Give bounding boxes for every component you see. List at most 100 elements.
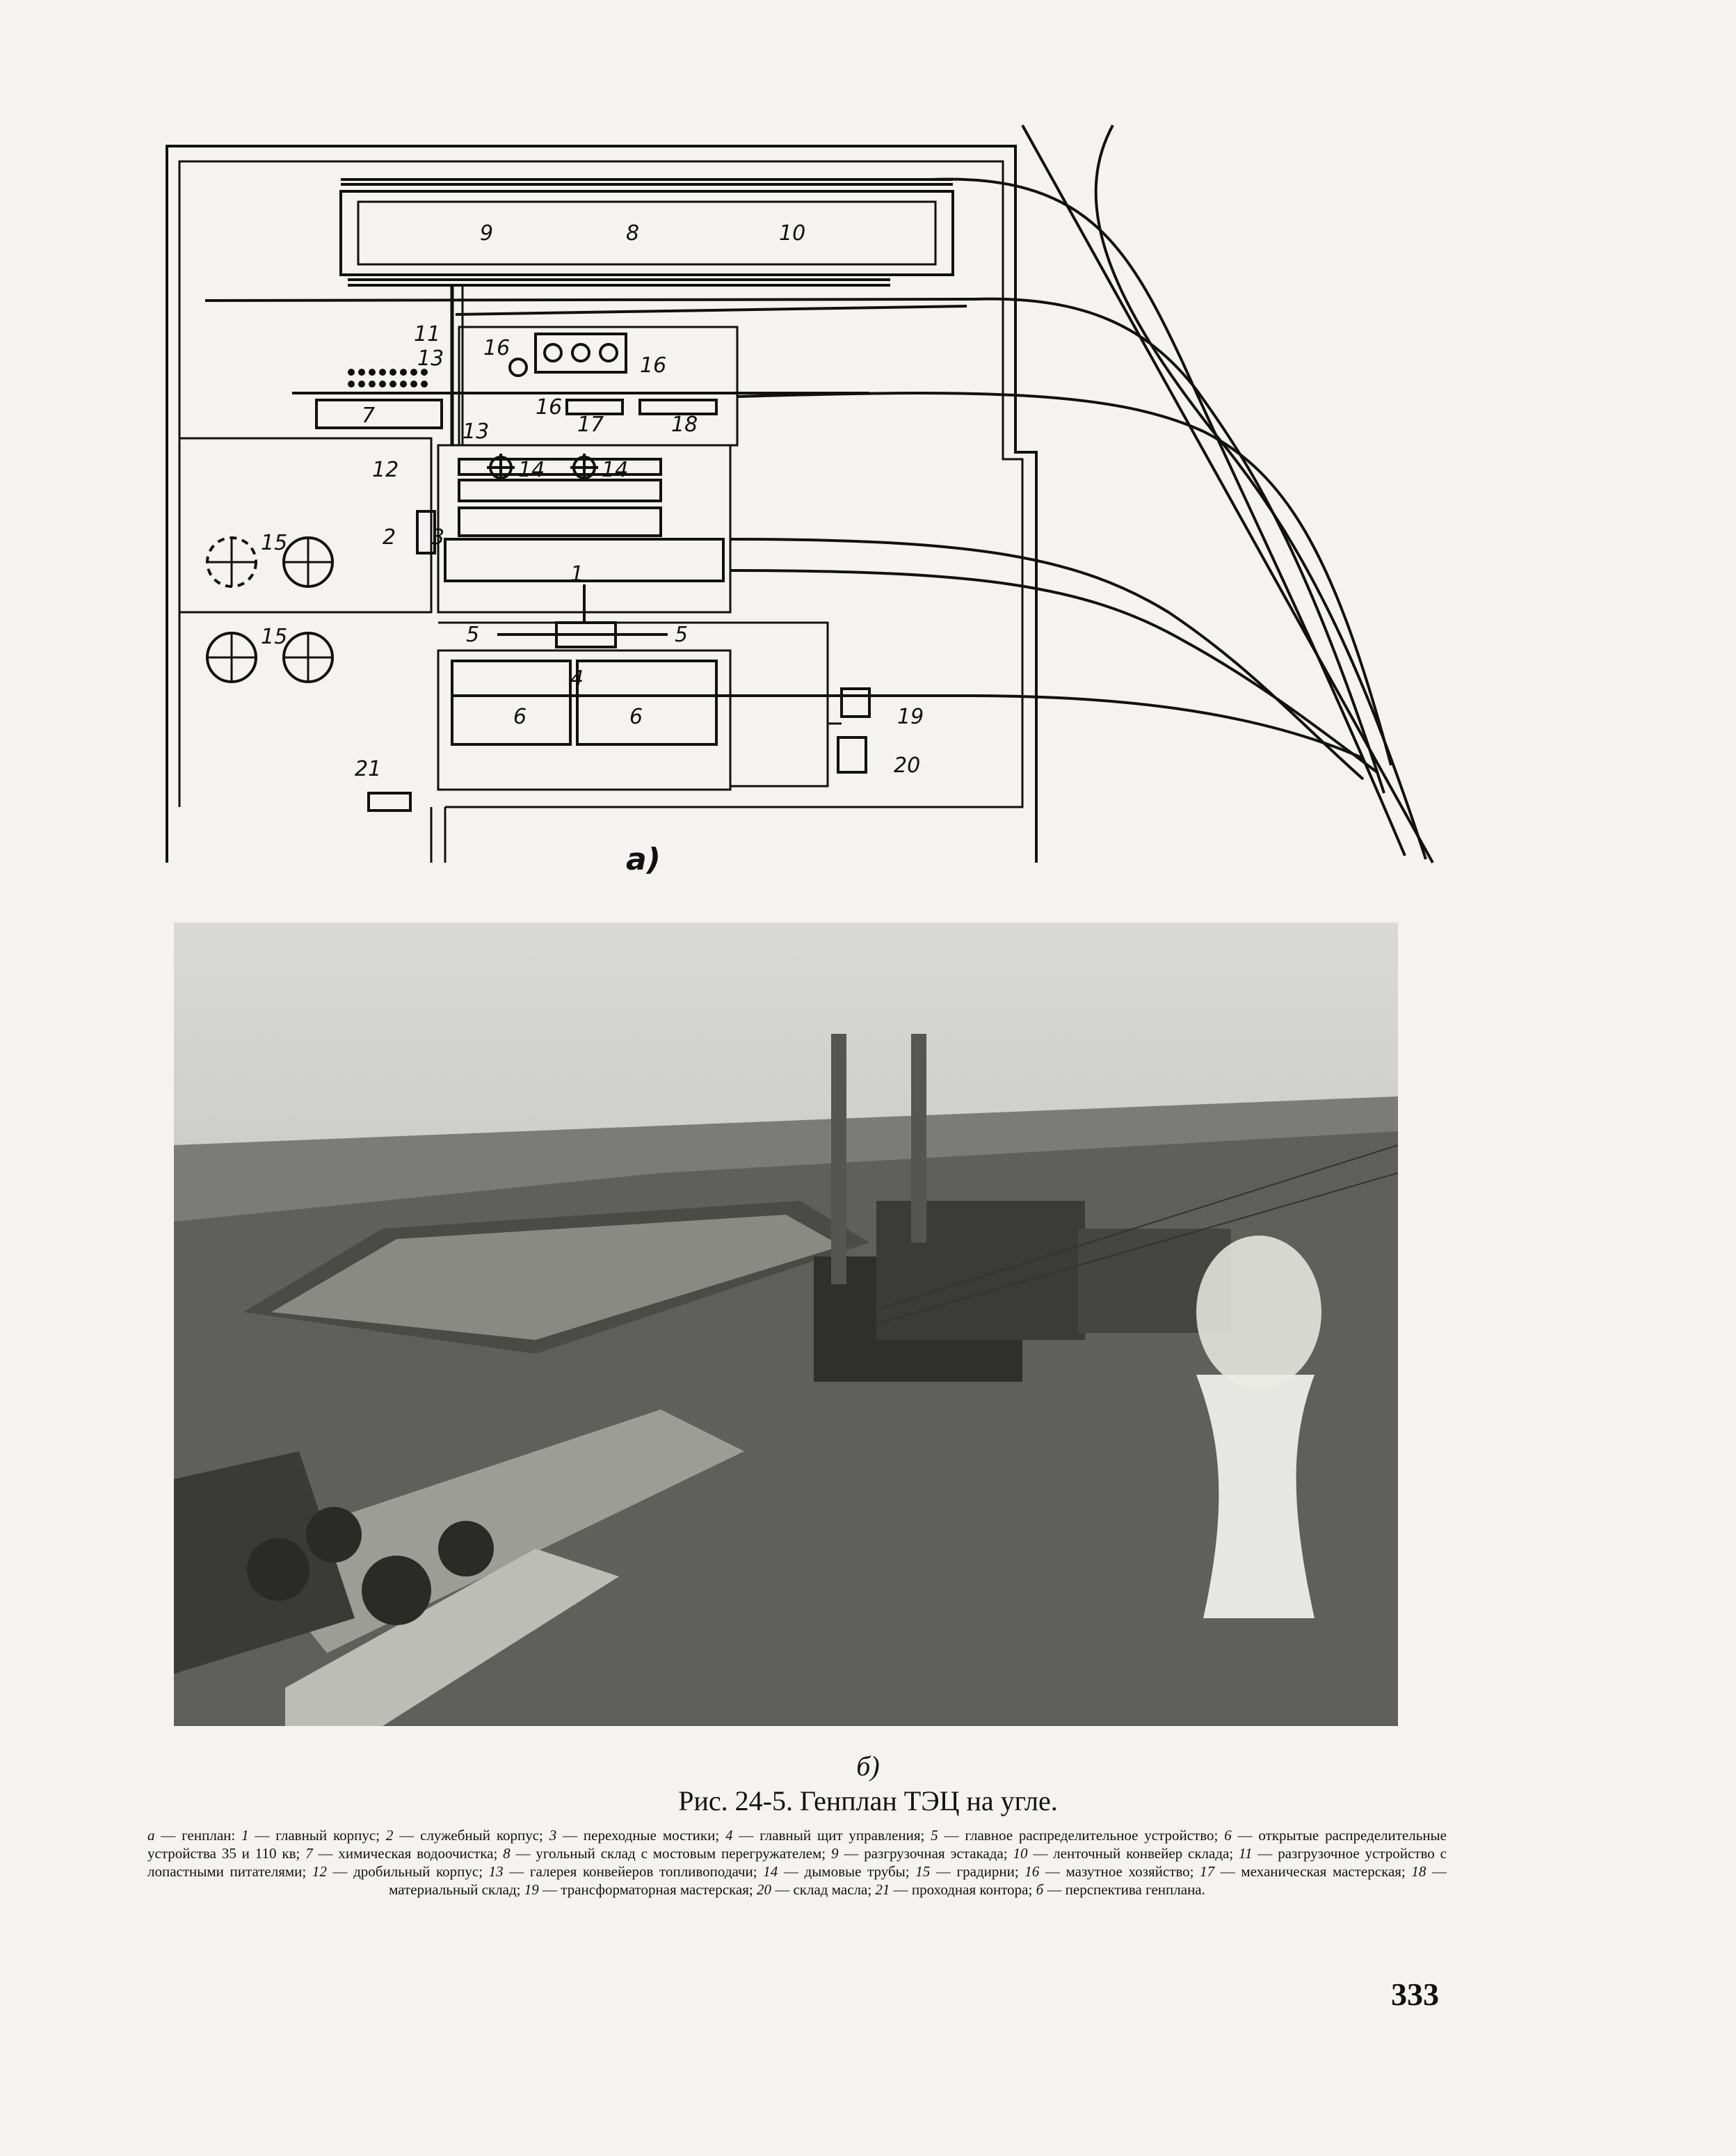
legend-item: 14 — дымовые трубы; [763, 1863, 915, 1880]
legend-number: а [147, 1827, 155, 1844]
legend-text: — генплан: [154, 1827, 242, 1844]
legend-item: 20 — склад масла; [757, 1881, 875, 1898]
legend-text: — галерея конвейеров топливоподачи; [503, 1863, 764, 1880]
legend-number: б [1036, 1881, 1044, 1898]
plan-label-5b: 5 [675, 623, 688, 647]
legend-number: 17 [1200, 1863, 1215, 1880]
chem-water-treatment [315, 399, 443, 429]
legend-number: 11 [1239, 1845, 1253, 1862]
service-building [416, 510, 436, 554]
legend-text: — главный щит управления; [732, 1827, 931, 1844]
legend-item: 10 — ленточный конвейер склада; [1013, 1845, 1239, 1862]
plan-label-14a: 14 [518, 458, 545, 482]
plan-label-7: 7 [362, 404, 375, 428]
legend-item: 8 — угольный склад с мостовым перегружат… [503, 1845, 831, 1862]
plan-label-10: 10 [779, 221, 805, 246]
legend-number: 16 [1024, 1863, 1040, 1880]
plan-label-8: 8 [626, 221, 639, 246]
legend-item: б — перспектива генплана. [1036, 1881, 1205, 1898]
plan-label-16c: 16 [536, 395, 562, 420]
plan-label-17: 17 [577, 413, 604, 437]
legend-item: 5 — главное распределительное устройство… [931, 1827, 1224, 1844]
plan-label-18: 18 [671, 413, 698, 437]
workshop [565, 399, 624, 415]
legend-text: — материальный склад; [389, 1863, 1447, 1898]
legend-item: а — генплан: [147, 1827, 241, 1844]
legend-text: — служебный корпус; [393, 1827, 549, 1844]
legend-number: 14 [763, 1863, 778, 1880]
legend-text: — разгрузочное устройство с лопастными п… [147, 1845, 1447, 1880]
legend-item: 6 — открытые распределительные устройств… [147, 1827, 1447, 1862]
legend-item: 11 — разгрузочное устройство с лопастным… [147, 1845, 1447, 1880]
legend-text: — склад масла; [771, 1881, 876, 1898]
legend-text: — главное распределительное устройство; [938, 1827, 1225, 1844]
plan-label-16b: 16 [640, 353, 666, 378]
plan-label-20: 20 [894, 753, 920, 778]
plan-label-9: 9 [480, 221, 493, 246]
plan-label-13a: 13 [417, 346, 444, 371]
legend-item: 17 — механическая мастерская; [1200, 1863, 1411, 1880]
legend-number: 8 [503, 1845, 511, 1862]
legend-number: 10 [1013, 1845, 1028, 1862]
legend-text: — химическая водоочистка; [312, 1845, 504, 1862]
main-building [444, 538, 725, 582]
entrance-office [367, 792, 412, 812]
legend-text: — угольный склад с мостовым перегружател… [510, 1845, 831, 1862]
legend-item: 13 — галерея конвейеров топливоподачи; [489, 1863, 764, 1880]
plan-label-15a: 15 [261, 531, 287, 555]
plan-label-5a: 5 [466, 623, 479, 647]
perspective-photo [174, 923, 1398, 1726]
plan-label-1: 1 [570, 562, 584, 586]
legend-text: — механическая мастерская; [1214, 1863, 1412, 1880]
plan-label-3: 3 [431, 525, 444, 550]
legend-number: 21 [875, 1881, 890, 1898]
legend-number: 3 [549, 1827, 557, 1844]
legend-number: 15 [915, 1863, 931, 1880]
legend-item: 3 — переходные мостики; [549, 1827, 725, 1844]
plan-label-6b: 6 [629, 705, 643, 729]
legend-item: 19 — трансформаторная мастерская; [524, 1881, 757, 1898]
plan-label-16a: 16 [483, 336, 510, 360]
legend-item: 1 — главный корпус; [241, 1827, 386, 1844]
legend-item: 21 — проходная контора; [875, 1881, 1036, 1898]
legend-number: 19 [524, 1881, 539, 1898]
panel-a-label: а) [626, 842, 661, 877]
panel-b-label: б) [856, 1750, 880, 1782]
legend-text: — разгрузочная эстакада; [838, 1845, 1013, 1862]
legend-number: 13 [488, 1863, 504, 1880]
plan-label-13b: 13 [463, 420, 489, 444]
site-plan-drawing: 9 8 10 11 13 16 16 16 7 13 17 18 12 14 1… [166, 125, 1434, 877]
legend-text: — главный корпус; [248, 1827, 386, 1844]
plan-label-15b: 15 [261, 625, 287, 649]
coal-yard-outline [339, 190, 954, 276]
legend-text: — ленточный конвейер склада; [1027, 1845, 1239, 1862]
legend-number: 4 [725, 1827, 733, 1844]
legend-text: — градирни; [930, 1863, 1025, 1880]
switchyard-1 [451, 660, 572, 746]
legend-text: — открытые распределительные устройства … [147, 1827, 1447, 1862]
legend-text: — перспектива генплана. [1043, 1881, 1205, 1898]
legend-number: 9 [831, 1845, 839, 1862]
legend-item: 9 — разгрузочная эстакада; [831, 1845, 1013, 1862]
legend-text: — проходная контора; [890, 1881, 1036, 1898]
legend-item: 7 — химическая водоочистка; [305, 1845, 503, 1862]
legend-item: 4 — главный щит управления; [725, 1827, 931, 1844]
plan-label-14b: 14 [602, 458, 628, 482]
legend-item: 12 — дробильный корпус; [312, 1863, 489, 1880]
legend-number: 7 [305, 1845, 313, 1862]
plan-label-11: 11 [414, 322, 440, 346]
legend-text: — дымовые трубы; [778, 1863, 916, 1880]
plan-label-12: 12 [372, 458, 399, 482]
switchyard-2 [576, 660, 718, 746]
legend-text: — трансформаторная мастерская; [538, 1881, 757, 1898]
legend-text: — мазутное хозяйство; [1039, 1863, 1200, 1880]
plan-label-21: 21 [355, 757, 381, 781]
legend-number: 2 [385, 1827, 394, 1844]
legend-number: 18 [1411, 1863, 1426, 1880]
plan-label-19: 19 [897, 705, 924, 729]
oil-store [837, 736, 867, 774]
legend-item: 16 — мазутное хозяйство; [1024, 1863, 1200, 1880]
legend-item: 15 — градирни; [915, 1863, 1024, 1880]
plan-label-6a: 6 [513, 705, 527, 729]
legend-number: 20 [756, 1881, 771, 1898]
